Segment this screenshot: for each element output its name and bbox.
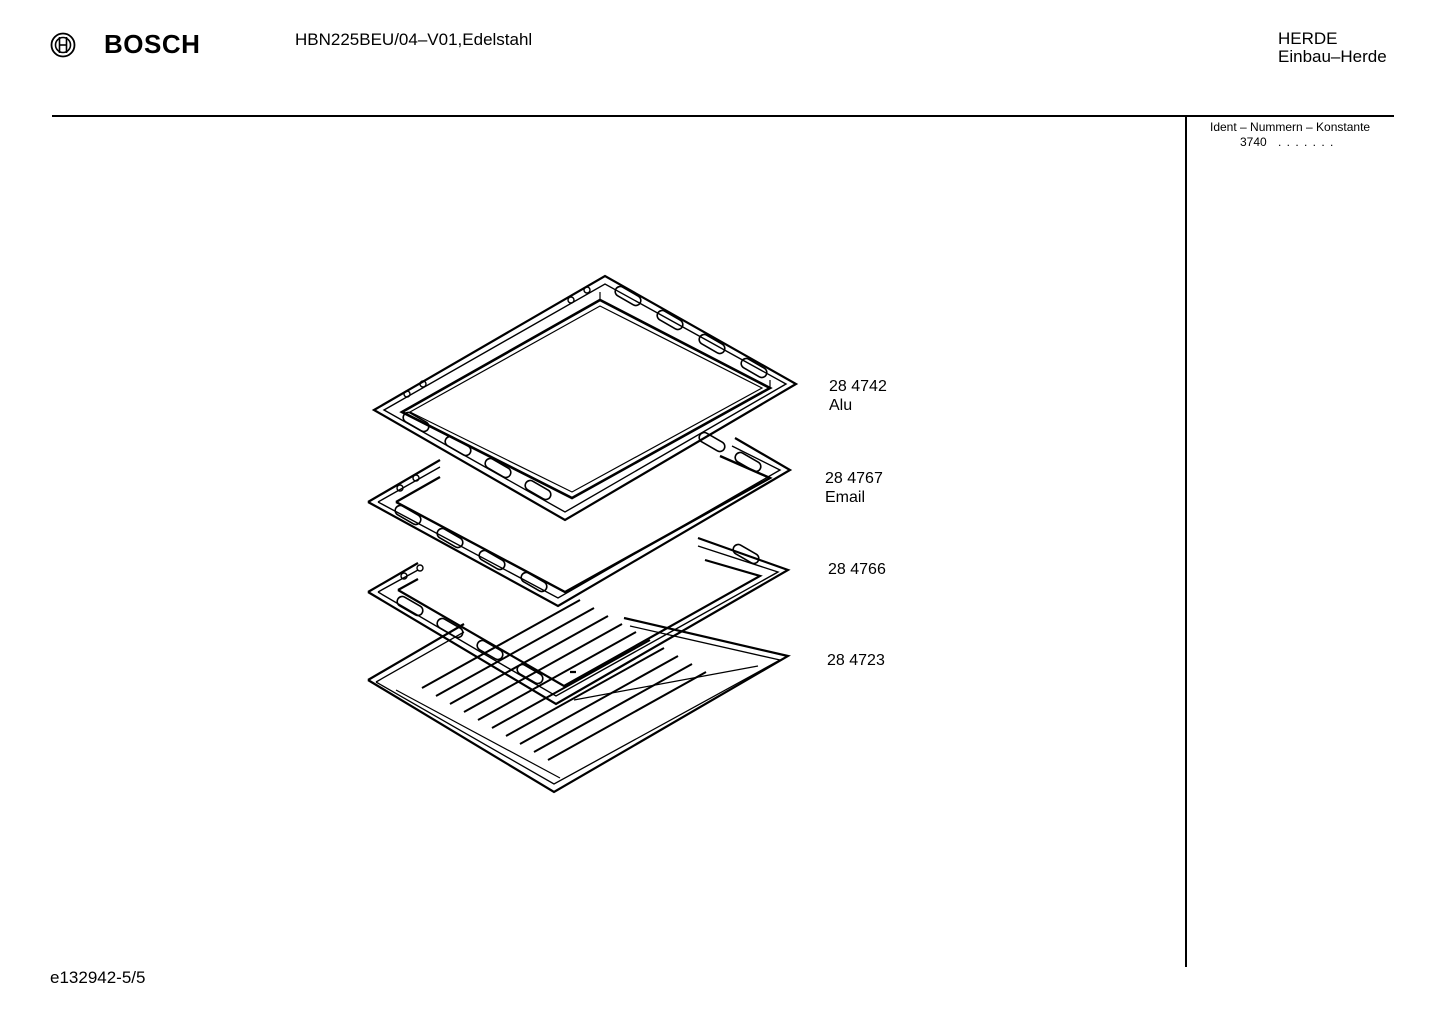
bosch-logo-icon [50,32,76,58]
part-note: Alu [829,397,853,414]
part-note: Email [825,489,866,506]
tray-alu-drawing [371,274,799,522]
part-number: 28 4723 [827,652,885,669]
brand-wordmark: BOSCH [104,29,201,59]
header-divider [52,115,1394,117]
part-number: 28 4742 [829,378,887,395]
grid-rack-drawing [367,599,791,794]
category-sub: Einbau–Herde [1278,47,1387,66]
part-number: 28 4766 [828,561,886,578]
part-number: 28 4767 [825,470,883,487]
model-title: HBN225BEU/04–V01,Edelstahl [295,30,533,49]
category-main: HERDE [1278,29,1338,48]
part-label-3: 28 4766 [828,560,886,579]
part-label-2: 28 4767 Email [825,469,883,507]
document-id: e132942-5/5 [50,968,146,987]
side-divider [1185,116,1187,967]
ident-label: Ident – Nummern – Konstante [1210,120,1371,134]
part-label-1: 28 4742 Alu [829,377,887,415]
part-label-4: 28 4723 [827,651,885,670]
tray-exploded-drawing [367,274,799,794]
ident-code: 3740 [1240,135,1267,149]
ident-dots: . . . . . . . [1278,135,1335,149]
tray-email-drawing [367,429,793,608]
